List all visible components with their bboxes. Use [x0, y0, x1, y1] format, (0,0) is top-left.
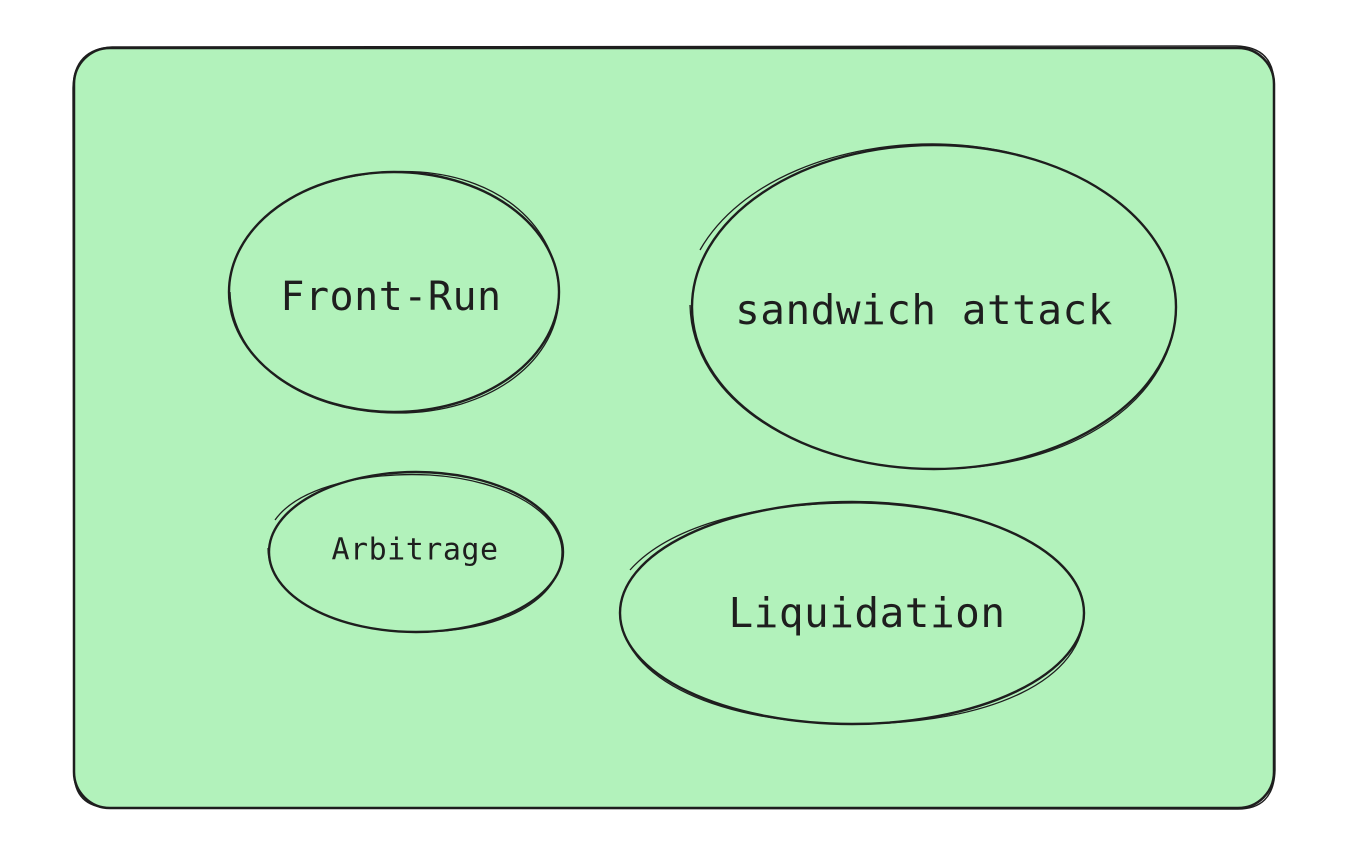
front-run-node[interactable]: [227, 170, 561, 414]
liquidation-node[interactable]: [618, 500, 1086, 726]
front-run-label: Front-Run: [280, 274, 502, 320]
arbitrage-node[interactable]: [267, 470, 565, 634]
container-box[interactable]: [72, 45, 1276, 810]
liquidation-label: Liquidation: [728, 589, 1006, 637]
sandwich-attack-label: sandwich attack: [735, 286, 1113, 334]
arbitrage-label: Arbitrage: [331, 532, 499, 568]
sandwich-attack-node[interactable]: [689, 143, 1178, 471]
